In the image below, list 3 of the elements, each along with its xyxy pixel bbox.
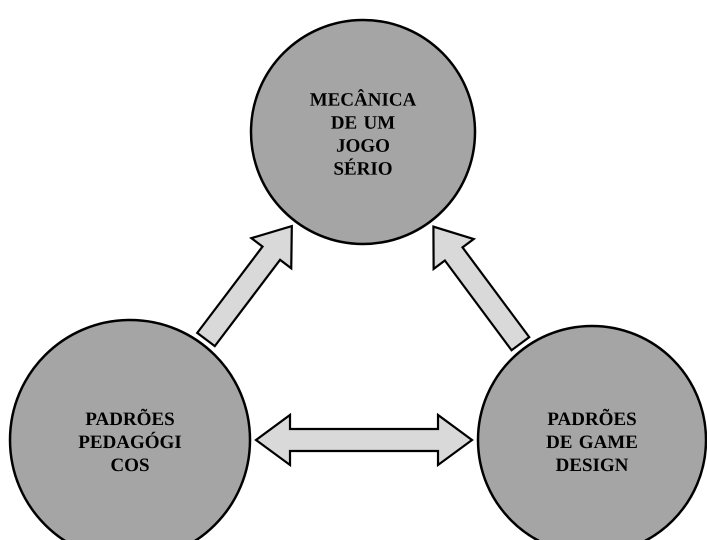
circle-node: MECÂNICA DE UM JOGO SÉRIO: [250, 18, 476, 246]
circle-node: PADRÕES PEDAGÓGI COS: [8, 318, 252, 540]
circle-node: PADRÕES DE GAME DESIGN: [476, 324, 707, 540]
